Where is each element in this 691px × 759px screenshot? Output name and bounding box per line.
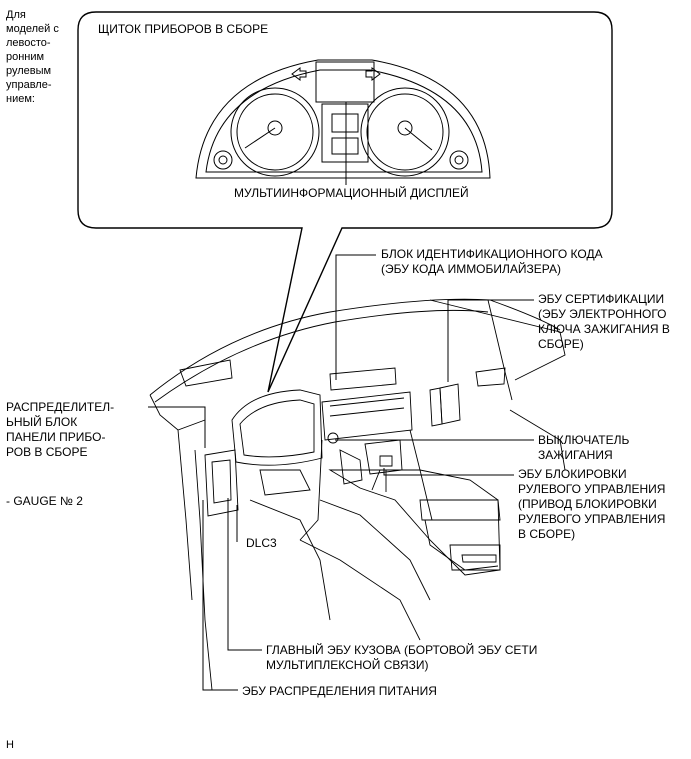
side-note: Для моделей с левосто- ронним рулевым уп… <box>6 9 59 105</box>
label-main-body-ecu: ГЛАВНЫЙ ЭБУ КУЗОВА (БОРТОВОЙ ЭБУ СЕТИ МУ… <box>266 643 538 672</box>
leader-lines <box>148 254 534 691</box>
label-dlc3: DLC3 <box>246 536 277 550</box>
footer-mark: Н <box>6 739 14 751</box>
display-label: МУЛЬТИИНФОРМАЦИОННЫЙ ДИСПЛЕЙ <box>234 186 469 200</box>
instrument-cluster-drawing <box>195 59 491 185</box>
label-ignition-switch: ВЫКЛЮЧАТЕЛЬ ЗАЖИГАНИЯ <box>538 433 630 462</box>
label-steering-lock-ecu: ЭБУ БЛОКИРОВКИ РУЛЕВОГО УПРАВЛЕНИЯ (ПРИВ… <box>518 467 666 541</box>
label-junction-block: РАСПРЕДЕЛИТЕЛ- ЬНЫЙ БЛОК ПАНЕЛИ ПРИБО- Р… <box>6 400 115 459</box>
label-gauge: - GAUGE № 2 <box>6 494 83 508</box>
label-power-distribution-ecu: ЭБУ РАСПРЕДЕЛЕНИЯ ПИТАНИЯ <box>242 684 437 698</box>
label-certification-ecu: ЭБУ СЕРТИФИКАЦИИ (ЭБУ ЭЛЕКТРОННОГО КЛЮЧА… <box>538 292 670 351</box>
dashboard-drawing <box>149 298 566 691</box>
callout-title: ЩИТОК ПРИБОРОВ В СБОРЕ <box>98 22 269 36</box>
callout-bubble <box>77 11 613 393</box>
label-id-code-box: БЛОК ИДЕНТИФИКАЦИОННОГО КОДА (ЭБУ КОДА И… <box>381 247 603 276</box>
